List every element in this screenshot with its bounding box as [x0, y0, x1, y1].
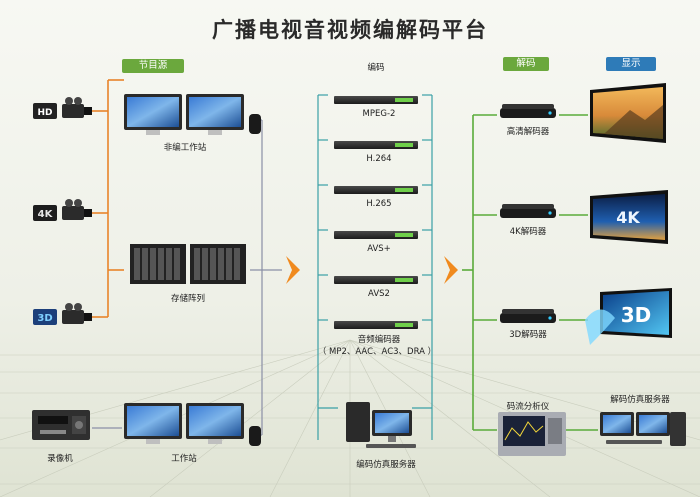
- decode-server: [600, 412, 686, 446]
- hd-badge: HD: [37, 108, 52, 118]
- encoder-units: [334, 96, 418, 329]
- hd-decoder-label: 高清解码器: [506, 127, 550, 137]
- 4k-decoder-label: 4K解码器: [509, 227, 547, 237]
- 4k-camera-source: 4K: [33, 199, 92, 221]
- 3d-camera-source: 3D: [33, 303, 92, 325]
- 3d-display: 3D: [585, 288, 672, 345]
- source-bus-lines: [92, 79, 124, 318]
- arrow-right-icon: [286, 256, 300, 284]
- 4k-display-text: 4K: [616, 208, 640, 227]
- camera-icon: [62, 310, 84, 324]
- header-decode: 解码: [503, 57, 549, 71]
- decode-server-label: 解码仿真服务器: [610, 395, 670, 405]
- page-title: 广播电视音视频编解码平台: [212, 18, 488, 42]
- nonlinear-workstation: [124, 94, 261, 135]
- 4k-decoder: [500, 204, 556, 218]
- encoder-label: H.264: [366, 154, 392, 164]
- encoder-label: AVS+: [367, 244, 391, 254]
- vcr-device: [32, 410, 90, 440]
- hd-decoder: [500, 104, 556, 118]
- 4k-display: 4K: [590, 190, 668, 244]
- 3d-decoder: [500, 309, 556, 323]
- 3d-display-text: 3D: [621, 303, 652, 327]
- storage-array: [130, 244, 246, 284]
- header-source: 节目源: [122, 59, 184, 73]
- encoder-label: MPEG-2: [362, 109, 396, 119]
- encoder-bracket: [317, 94, 433, 440]
- stream-analyzer: [498, 412, 566, 456]
- encoder-label: AVS2: [368, 289, 390, 299]
- encoder-label: 音频编码器: [357, 335, 401, 345]
- camera-icon: [62, 104, 84, 118]
- 3d-decoder-label: 3D解码器: [509, 330, 547, 340]
- 3d-badge: 3D: [37, 313, 52, 324]
- workstation-label: 工作站: [171, 454, 197, 464]
- source-to-encoder-lines: [92, 119, 282, 436]
- 4k-badge: 4K: [38, 209, 54, 220]
- stream-analyzer-label: 码流分析仪: [506, 402, 550, 412]
- arrow-right-icon: [444, 256, 458, 284]
- hd-display: [590, 83, 666, 143]
- encode-server: [346, 402, 416, 448]
- nonlinear-workstation-label: 非编工作站: [163, 143, 207, 153]
- decode-lines: [462, 114, 598, 431]
- hd-camera-source: HD: [33, 97, 92, 119]
- camera-icon: [62, 206, 84, 220]
- header-display: 显示: [606, 57, 656, 71]
- audio-codec-list: （ MP2、AAC、AC3、DRA ）: [317, 347, 437, 357]
- header-encode: 编码: [367, 63, 385, 73]
- encoder-label: H.265: [366, 199, 392, 209]
- workstation: [124, 403, 261, 446]
- storage-array-label: 存储阵列: [170, 294, 206, 304]
- vcr-label: 录像机: [47, 454, 73, 464]
- encode-server-label: 编码仿真服务器: [356, 460, 416, 470]
